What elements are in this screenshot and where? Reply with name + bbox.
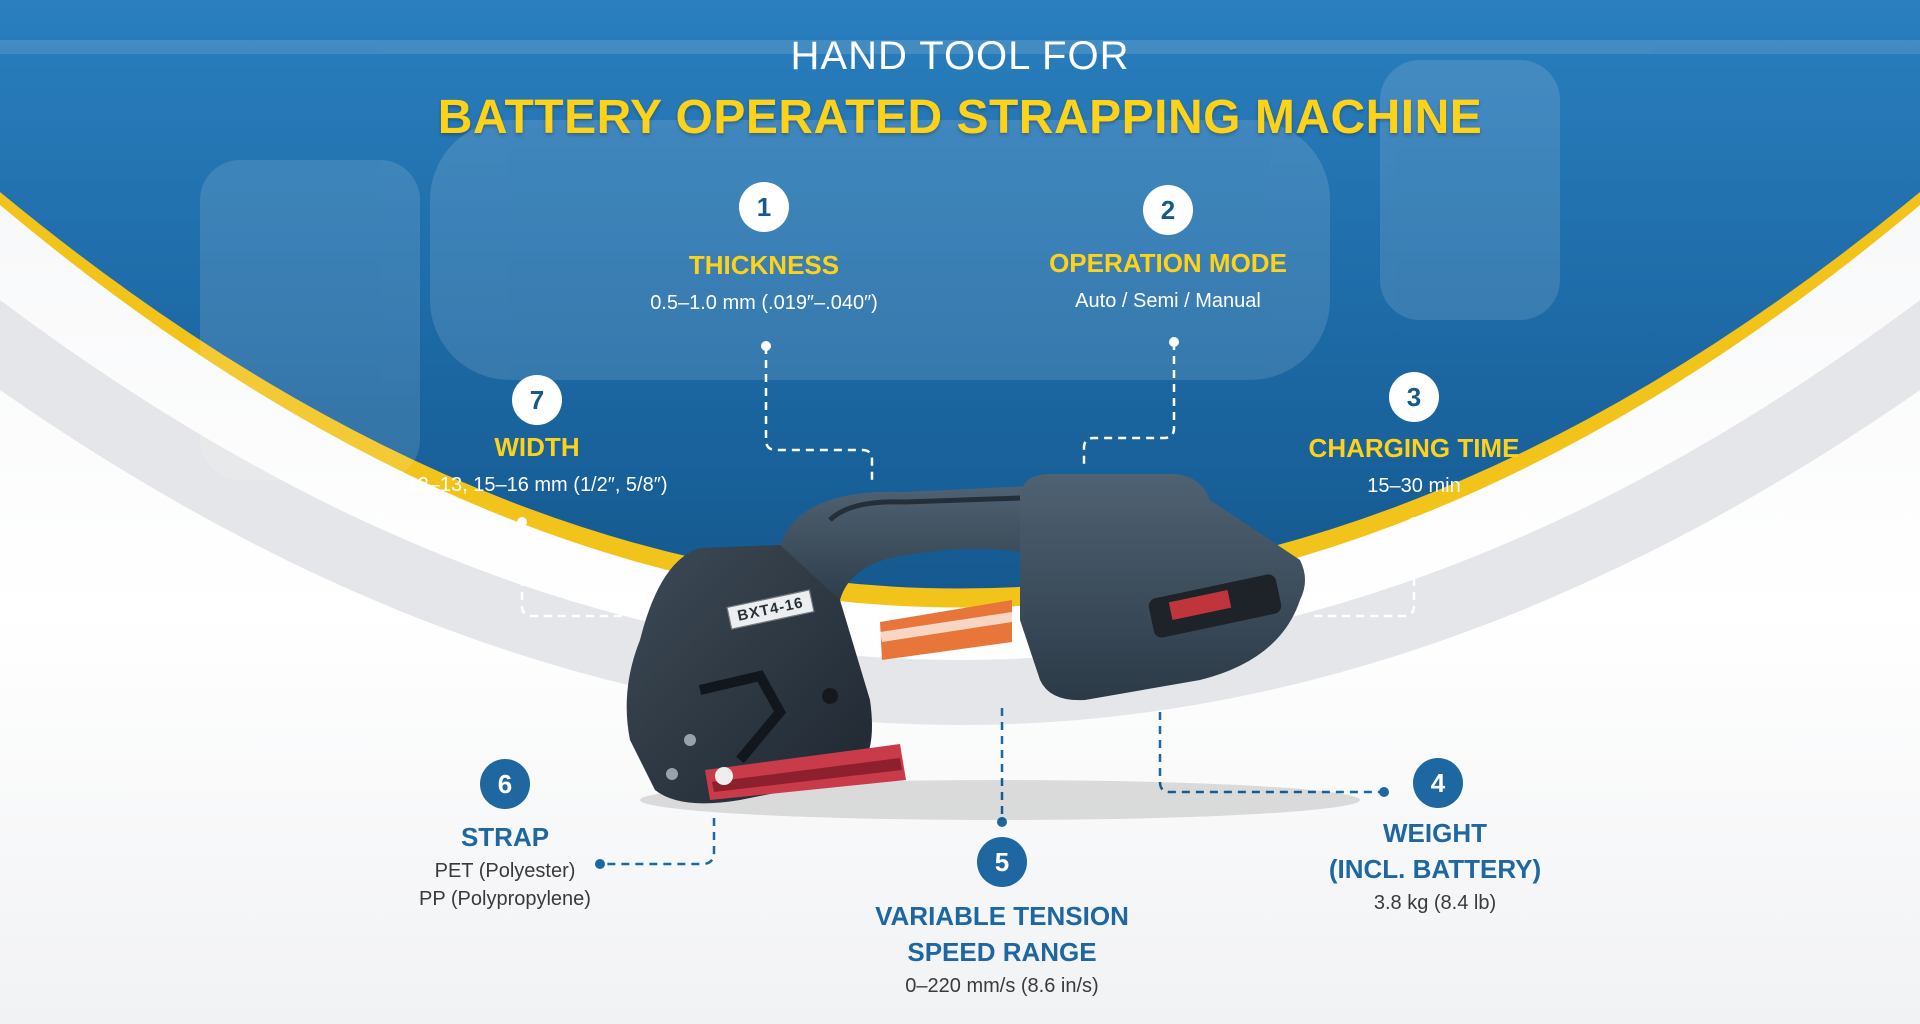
page-subtitle: HAND TOOL FOR — [790, 34, 1130, 78]
spec-1-number-badge: 1 — [739, 182, 789, 232]
background-photo-ghost — [0, 40, 1920, 480]
connector-lines — [520, 342, 1416, 866]
spec-7-label: WIDTH — [494, 432, 580, 462]
blue-arc — [0, 0, 1920, 589]
spec-width: WIDTH 12–13, 15–16 mm (1/2″, 5/8″) — [337, 429, 737, 499]
spec-7-number-badge: 7 — [512, 375, 562, 425]
spec-2-number-badge: 2 — [1143, 185, 1193, 235]
spec-6-value-1: PET (Polyester) — [434, 860, 576, 882]
spec-5-value: 0–220 mm/s (8.6 in/s) — [905, 975, 1099, 997]
spec-thickness: THICKNESS 0.5–1.0 mm (.019″–.040″) — [564, 247, 964, 317]
spec-1-value: 0.5–1.0 mm (.019″–.040″) — [650, 292, 878, 314]
grey-swoosh — [0, 300, 1920, 725]
spec-2-value: Auto / Semi / Manual — [1075, 290, 1261, 312]
spec-7-value: 12–13, 15–16 mm (1/2″, 5/8″) — [406, 474, 668, 496]
spec-4-number-badge: 4 — [1413, 758, 1463, 808]
spec-strap: STRAP PET (Polyester) PP (Polypropylene) — [355, 819, 655, 913]
spec-3-label: CHARGING TIME — [1308, 433, 1520, 463]
spec-2-label: OPERATION MODE — [1049, 248, 1287, 278]
spec-5-label-line1: VARIABLE TENSION — [875, 901, 1129, 931]
spec-charging-time: CHARGING TIME 15–30 min — [1264, 430, 1564, 500]
spec-6-label: STRAP — [460, 822, 550, 852]
spec-5-label-line2: SPEED RANGE — [907, 937, 1097, 967]
spec-4-label-line1: WEIGHT — [1383, 818, 1487, 848]
spec-5-number-badge: 5 — [977, 837, 1027, 887]
spec-1-label: THICKNESS — [688, 250, 840, 280]
spec-tension-speed: VARIABLE TENSION SPEED RANGE 0–220 mm/s … — [802, 898, 1202, 1000]
spec-operation-mode: OPERATION MODE Auto / Semi / Manual — [968, 245, 1368, 315]
spec-6-value-2: PP (Polypropylene) — [419, 888, 591, 910]
spec-4-label-line2: (INCL. BATTERY) — [1328, 854, 1542, 884]
connector-dots — [517, 337, 1419, 869]
spec-3-number-badge: 3 — [1389, 372, 1439, 422]
spec-3-value: 15–30 min — [1367, 475, 1461, 497]
spec-6-number-badge: 6 — [480, 759, 530, 809]
spec-4-value: 3.8 kg (8.4 lb) — [1373, 892, 1497, 914]
spec-weight: WEIGHT (INCL. BATTERY) 3.8 kg (8.4 lb) — [1235, 815, 1635, 917]
page-title: BATTERY OPERATED STRAPPING MACHINE — [437, 91, 1483, 144]
